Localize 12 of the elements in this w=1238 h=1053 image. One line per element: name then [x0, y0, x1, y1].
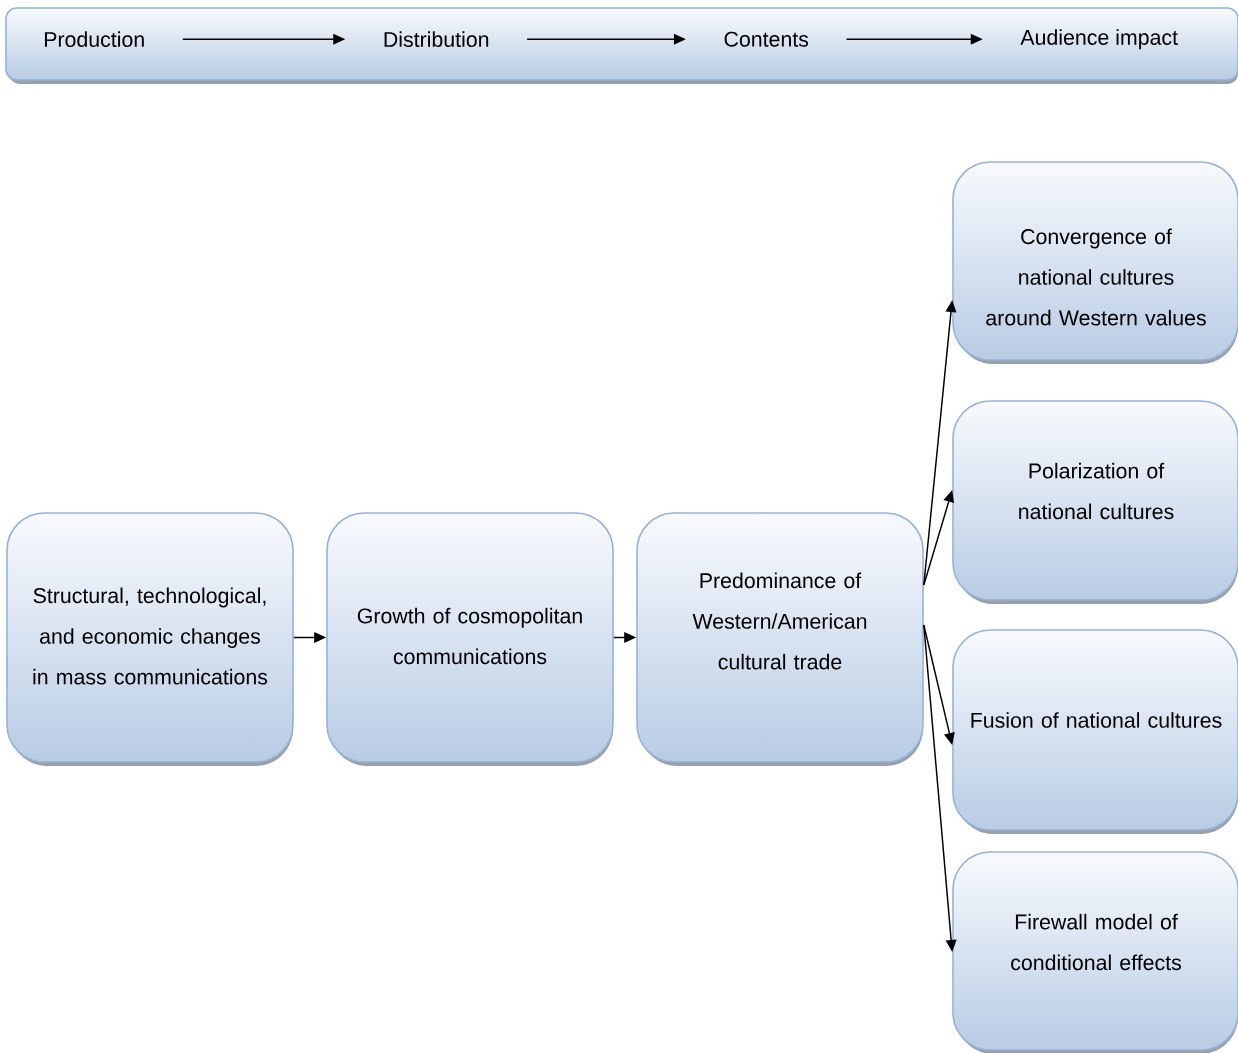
stage-label: Audience impact [1020, 29, 1178, 50]
stage-label: Distribution [384, 31, 489, 48]
stage-label: Production [44, 31, 144, 48]
process-box: Fusion of national cultures [952, 629, 1238, 834]
process-box: Polarization of national cultures [952, 400, 1238, 604]
process-box: Firewall model of conditional effects [952, 851, 1238, 1053]
stage-label: Contents [724, 31, 809, 47]
band-box [5, 7, 1238, 84]
process-box: Structural, technological, and economic changes in mass communications [6, 512, 294, 766]
process-box: Growth of cosmopolitan communications [326, 512, 614, 766]
process-box: Predominance of Western/American cultural trade [636, 512, 924, 766]
process-box: Convergence of national cultures around Western values [952, 161, 1238, 364]
